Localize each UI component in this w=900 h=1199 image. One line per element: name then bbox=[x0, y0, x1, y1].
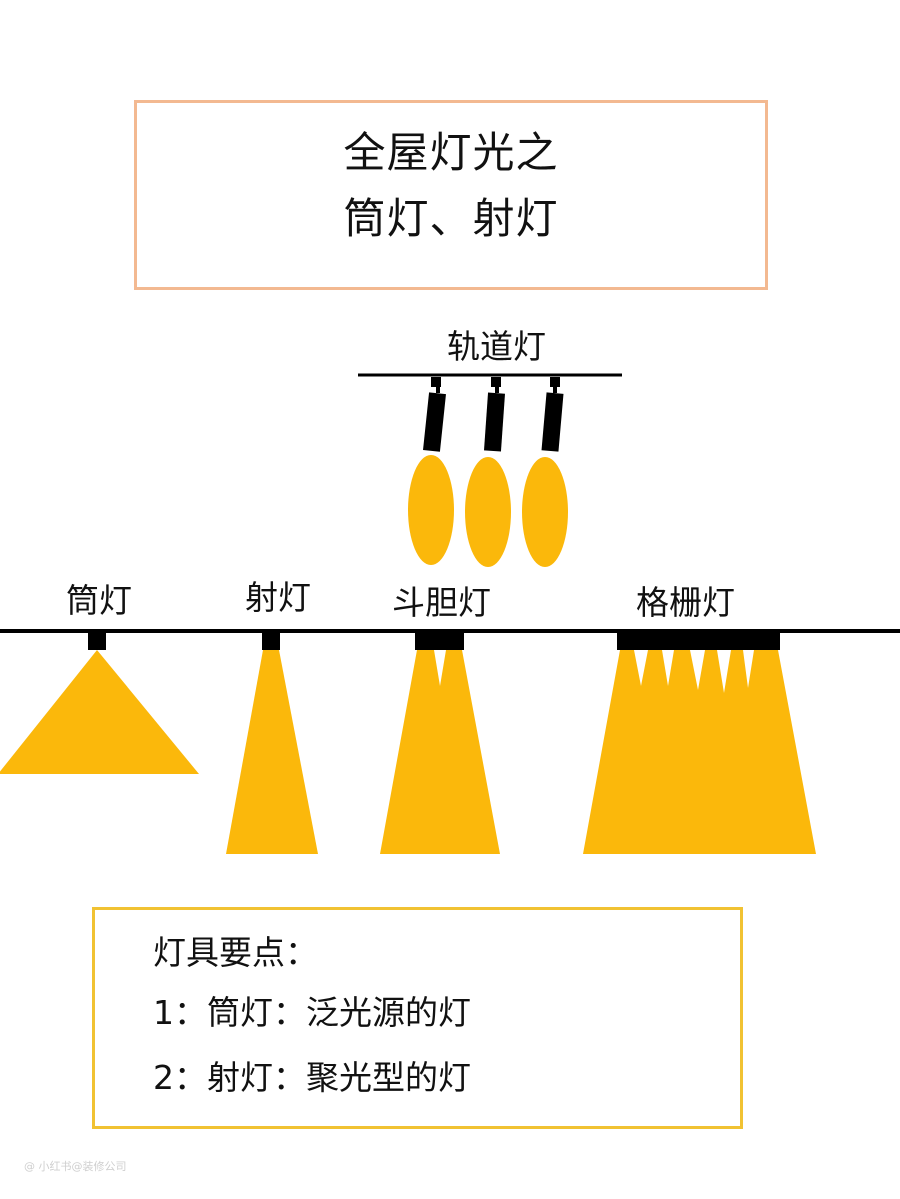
watermark: @ 小红书@装修公司 bbox=[24, 1160, 127, 1173]
track-fixture-2 bbox=[465, 377, 511, 567]
note-item-2: 2：射灯：聚光型的灯 bbox=[153, 1058, 471, 1097]
track-beam-3 bbox=[522, 457, 568, 567]
track-beam-1 bbox=[408, 455, 454, 565]
spotlight-fixture bbox=[226, 631, 318, 854]
track-fixture-3 bbox=[522, 377, 568, 567]
track-beam-2 bbox=[465, 457, 511, 567]
grille-beam bbox=[583, 650, 816, 854]
notes-heading: 灯具要点： bbox=[153, 933, 318, 972]
grille-single-fixture bbox=[380, 631, 500, 854]
label-track-light: 轨道灯 bbox=[447, 327, 546, 366]
title-line-1: 全屋灯光之 bbox=[343, 128, 559, 177]
label-grille-single: 斗胆灯 bbox=[392, 583, 491, 622]
title-box: 全屋灯光之 筒灯、射灯 bbox=[134, 100, 768, 290]
grille-single-beam bbox=[380, 650, 500, 854]
lighting-diagram bbox=[0, 373, 900, 854]
track-fixture-1 bbox=[408, 377, 454, 565]
title-line-2: 筒灯、射灯 bbox=[343, 194, 559, 243]
spotlight-beam bbox=[226, 650, 318, 854]
note-item-1: 1：筒灯：泛光源的灯 bbox=[153, 993, 471, 1032]
label-spotlight: 射灯 bbox=[245, 578, 311, 617]
downlight-beam bbox=[0, 650, 199, 774]
grille-fixture bbox=[583, 631, 816, 854]
label-downlight: 筒灯 bbox=[66, 581, 132, 620]
notes-box: 灯具要点： 1：筒灯：泛光源的灯 2：射灯：聚光型的灯 bbox=[92, 907, 743, 1129]
downlight-fixture bbox=[0, 631, 199, 774]
label-grille: 格栅灯 bbox=[636, 583, 735, 622]
